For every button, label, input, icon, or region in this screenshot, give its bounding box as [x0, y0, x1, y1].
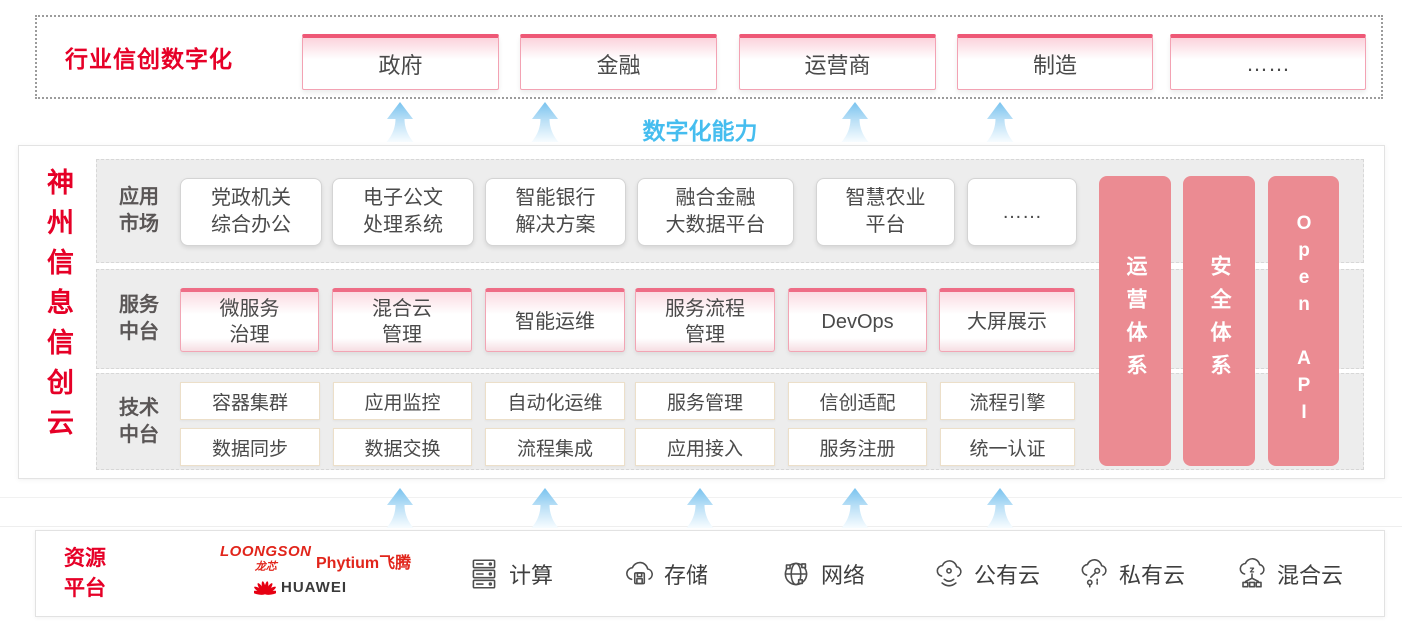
- private-cloud-icon: [1081, 558, 1107, 587]
- public-cloud-icon: [936, 559, 962, 587]
- up-arrow-icon: [986, 102, 1014, 142]
- pillar-open-api[interactable]: Open API: [1268, 176, 1339, 466]
- service-box[interactable]: 微服务 治理: [180, 288, 319, 352]
- industry-box-manufacturing[interactable]: 制造: [957, 34, 1153, 90]
- huawei-logo: HUAWEI: [254, 579, 347, 596]
- pillar-operation-system[interactable]: 运营体系: [1099, 176, 1171, 466]
- up-arrow-icon: [841, 488, 869, 528]
- tech-box[interactable]: 统一认证: [940, 428, 1075, 466]
- storage-icon: [626, 561, 653, 584]
- tech-box[interactable]: 应用接入: [635, 428, 775, 466]
- resource-item-label: 混合云: [1277, 562, 1344, 588]
- phytium-logo: Phytium飞腾: [316, 555, 412, 572]
- resource-item-label: 存储: [664, 562, 709, 588]
- service-box[interactable]: 大屏展示: [939, 288, 1075, 352]
- panel-app-market: 应用市场 党政机关 综合办公 电子公文 处理系统 智能银行 解决方案 融合金融 …: [96, 159, 1364, 263]
- tech-box[interactable]: 流程集成: [485, 428, 625, 466]
- huawei-flower-icon: [254, 581, 276, 595]
- up-arrow-icon: [386, 102, 414, 142]
- tech-box[interactable]: 容器集群: [180, 382, 320, 420]
- loongson-logo: LOONGSON 龙芯: [220, 543, 312, 574]
- resource-item-public-cloud: 公有云: [931, 531, 1040, 616]
- app-box-more[interactable]: ……: [967, 178, 1077, 246]
- hybrid-cloud-icon: [1239, 557, 1265, 587]
- panel-tech-platform-label: 技术中台: [119, 396, 159, 446]
- cloud-platform-card: 神州信息信创云 应用市场 党政机关 综合办公 电子公文 处理系统 智能银行 解决…: [18, 145, 1385, 479]
- loongson-logo-text: LOONGSON: [220, 543, 312, 560]
- capability-label: 数字化能力: [642, 118, 758, 144]
- up-arrow-icon: [986, 488, 1014, 528]
- app-box[interactable]: 智能银行 解决方案: [485, 178, 626, 246]
- industry-box-operator[interactable]: 运营商: [739, 34, 936, 90]
- service-box[interactable]: 服务流程 管理: [635, 288, 775, 352]
- pillar-security-system[interactable]: 安全体系: [1183, 176, 1255, 466]
- resource-platform-card: 资源平台 LOONGSON 龙芯 Phytium飞腾 HUAWEI: [35, 530, 1385, 617]
- service-box[interactable]: DevOps: [788, 288, 927, 352]
- panel-service-platform: 服务中台 微服务 治理 混合云 管理 智能运维 服务流程 管理 DevOps 大…: [96, 269, 1364, 369]
- tech-box[interactable]: 数据交换: [333, 428, 472, 466]
- network-icon: [784, 562, 808, 585]
- tech-box[interactable]: 自动化运维: [485, 382, 625, 420]
- panel-tech-platform: 技术中台 容器集群 应用监控 自动化运维 服务管理 信创适配 流程引擎 数据同步…: [96, 373, 1364, 470]
- app-box[interactable]: 电子公文 处理系统: [332, 178, 474, 246]
- tech-box[interactable]: 应用监控: [333, 382, 472, 420]
- tech-box[interactable]: 服务注册: [788, 428, 927, 466]
- up-arrow-icon: [386, 488, 414, 528]
- resource-item-label: 私有云: [1119, 562, 1186, 588]
- compute-icon: [472, 558, 496, 589]
- resource-item-compute: 计算: [466, 531, 553, 616]
- industry-box-more[interactable]: ……: [1170, 34, 1366, 90]
- app-box[interactable]: 智慧农业 平台: [816, 178, 955, 246]
- up-arrow-icon: [531, 488, 559, 528]
- app-box[interactable]: 党政机关 综合办公: [180, 178, 322, 246]
- tech-box[interactable]: 信创适配: [788, 382, 927, 420]
- resource-item-label: 网络: [821, 562, 866, 588]
- resource-item-hybrid-cloud: 混合云: [1234, 531, 1343, 616]
- up-arrow-icon: [841, 102, 869, 142]
- service-box[interactable]: 混合云 管理: [332, 288, 472, 352]
- loongson-logo-zh: 龙芯: [254, 561, 277, 573]
- huawei-logo-text: HUAWEI: [281, 579, 347, 596]
- cloud-platform-title: 神州信息信创云: [43, 168, 73, 448]
- tech-box[interactable]: 服务管理: [635, 382, 775, 420]
- industry-box-finance[interactable]: 金融: [520, 34, 717, 90]
- up-arrow-icon: [531, 102, 559, 142]
- resource-item-label: 计算: [509, 562, 554, 588]
- industry-banner-title: 行业信创数字化: [65, 46, 233, 72]
- tech-box[interactable]: 流程引擎: [940, 382, 1075, 420]
- resource-platform-title: 资源平台: [64, 547, 106, 600]
- up-arrow-icon: [686, 488, 714, 528]
- resource-item-storage: 存储: [621, 531, 708, 616]
- resource-item-network: 网络: [778, 531, 865, 616]
- tech-box[interactable]: 数据同步: [180, 428, 320, 466]
- app-box[interactable]: 融合金融 大数据平台: [637, 178, 794, 246]
- industry-box-government[interactable]: 政府: [302, 34, 499, 90]
- resource-item-private-cloud: 私有云: [1076, 531, 1185, 616]
- industry-banner: 行业信创数字化 政府 金融 运营商 制造 ……: [35, 15, 1383, 99]
- panel-service-platform-label: 服务中台: [119, 294, 159, 343]
- panel-app-market-label: 应用市场: [119, 186, 159, 235]
- resource-item-label: 公有云: [974, 562, 1041, 588]
- service-box[interactable]: 智能运维: [485, 288, 625, 352]
